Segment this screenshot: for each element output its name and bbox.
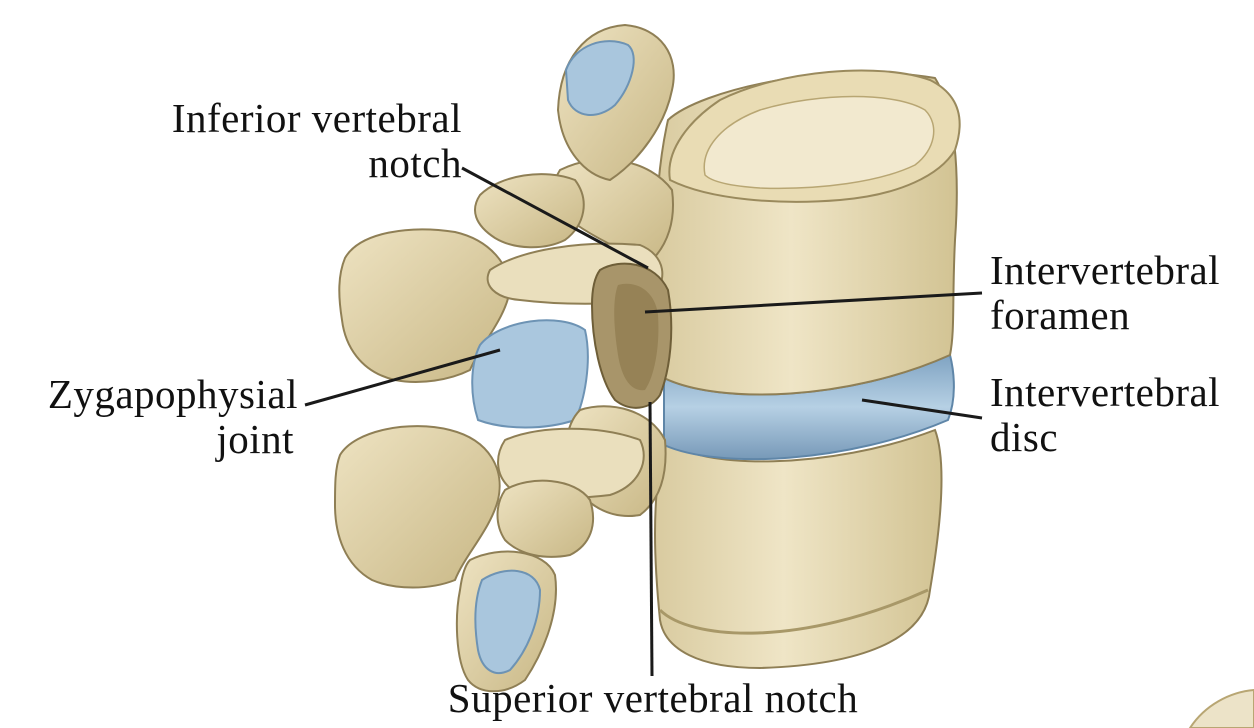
label-zygapophysial-line1: Zygapophysial	[0, 372, 298, 417]
label-disc-line1: Intervertebral	[990, 370, 1220, 415]
label-disc-line2: disc	[990, 415, 1220, 460]
label-foramen-line1: Intervertebral	[990, 248, 1220, 293]
label-inferior-notch-line2: notch	[140, 141, 462, 186]
zygapophysial-joint-cartilage	[472, 320, 588, 427]
label-inferior-notch-line1: Inferior vertebral	[140, 96, 462, 141]
lower-transverse-process	[498, 481, 594, 557]
label-inferior-vertebral-notch: Inferior vertebral notch	[140, 96, 462, 186]
label-intervertebral-foramen: Intervertebral foramen	[990, 248, 1220, 338]
label-intervertebral-disc: Intervertebral disc	[990, 370, 1220, 460]
leader-superior-notch	[650, 402, 652, 676]
lower-vertebral-body	[655, 430, 941, 668]
label-zygapophysial-joint: Zygapophysial joint	[0, 372, 298, 462]
label-superior-notch-text: Superior vertebral notch	[448, 675, 858, 721]
label-superior-vertebral-notch: Superior vertebral notch	[418, 676, 888, 721]
cropped-edge-element	[1190, 690, 1254, 728]
label-zygapophysial-line2: joint	[0, 417, 298, 462]
label-foramen-line2: foramen	[990, 293, 1220, 338]
